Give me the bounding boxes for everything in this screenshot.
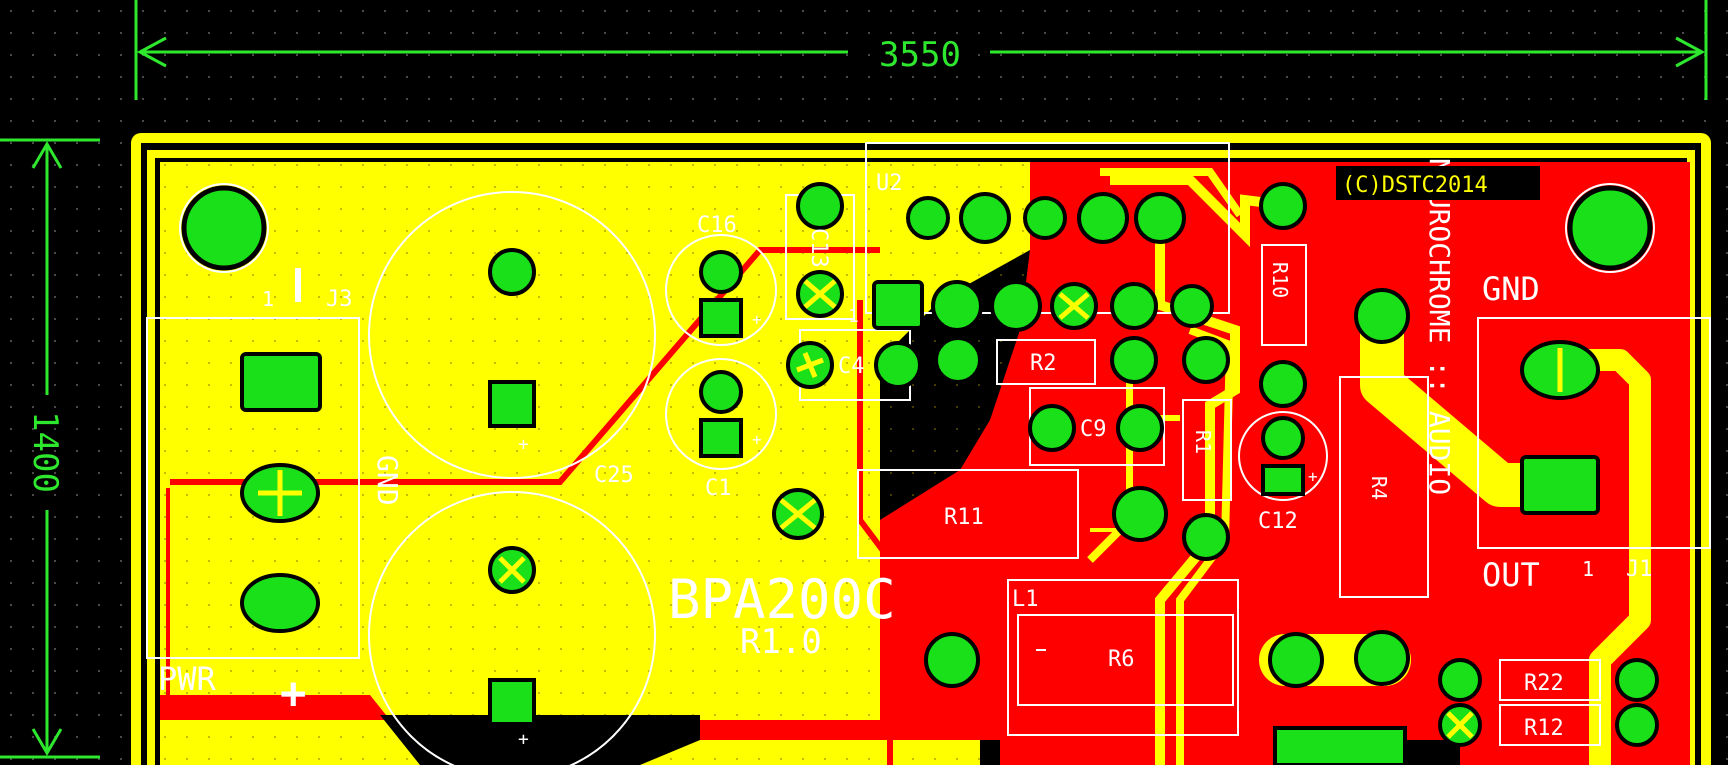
- r11-label: R11: [944, 505, 984, 530]
- u2-pin1-label: 1: [848, 306, 859, 327]
- r12-label: R12: [1524, 716, 1564, 741]
- r1-label: R1: [1191, 430, 1215, 454]
- top-copper-pour: [160, 162, 1690, 765]
- pads: [240, 182, 1659, 765]
- board-revision-label: R1.0: [740, 622, 822, 662]
- thermal-marks: [258, 279, 1563, 739]
- vendor-label: NEUROCHROME :: AUDIO: [1423, 158, 1456, 495]
- copyright-label: (C)DSTC2014: [1342, 173, 1488, 198]
- c1-label: C1: [705, 476, 732, 501]
- u2-label: U2: [876, 171, 903, 196]
- c16-label: C16: [697, 213, 737, 238]
- r4-label: R4: [1367, 476, 1391, 500]
- c25b-plus-mark: +: [518, 729, 529, 750]
- pwr-plus-label: +: [280, 668, 307, 719]
- l1-label: L1: [1012, 587, 1039, 612]
- output-gnd-label: GND: [1482, 270, 1540, 308]
- c25-plus-mark: +: [518, 434, 529, 455]
- power-gnd-label: GND: [371, 455, 404, 506]
- copyright-block: (C)DSTC2014: [1336, 166, 1540, 200]
- j3-pin1-label: 1: [262, 287, 274, 311]
- r2-label: R2: [1030, 351, 1057, 376]
- c1-plus-mark: +: [752, 430, 762, 449]
- height-label: 1400: [25, 411, 65, 493]
- pwr-label: PWR: [158, 660, 217, 698]
- mounting-holes: [179, 183, 1655, 273]
- c13-label: C13: [806, 228, 831, 268]
- c25-label: C25: [594, 463, 634, 488]
- j3-ref-label: J3: [326, 287, 353, 312]
- width-dimension: 3550: [134, 0, 1708, 100]
- c12-plus-mark: +: [1308, 467, 1318, 486]
- j1-pin1-label: 1: [1582, 557, 1594, 581]
- c12-label: C12: [1258, 509, 1298, 534]
- board-name-label: BPA200C: [668, 568, 896, 631]
- r6-label: R6: [1108, 647, 1135, 672]
- j1-ref-label: J1: [1626, 557, 1653, 582]
- out-label: OUT: [1482, 556, 1540, 594]
- c4-label: C4: [838, 354, 865, 379]
- width-label: 3550: [879, 35, 961, 75]
- c9-label: C9: [1080, 417, 1107, 442]
- r22-label: R22: [1524, 671, 1564, 696]
- r10-label: R10: [1268, 262, 1292, 298]
- height-dimension: 1400: [0, 138, 100, 759]
- silkscreen-labels: 1 J3 GND PWR + + + C25 C16 + C1 + C13 C4…: [158, 158, 1653, 750]
- c16-plus-mark: +: [752, 310, 762, 329]
